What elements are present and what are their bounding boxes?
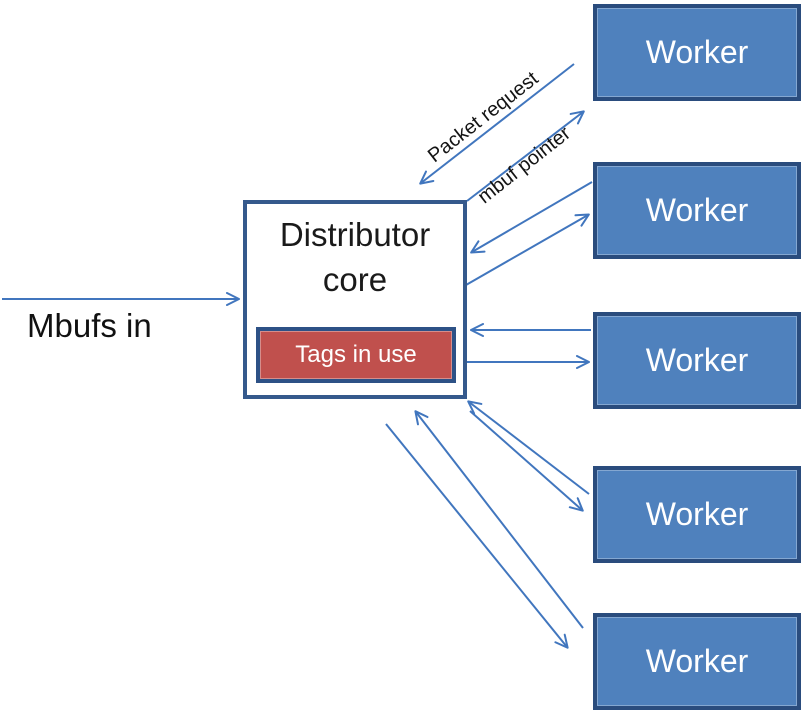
worker-label: Worker [645,643,749,679]
mbufs-in-label: Mbufs in [27,307,152,344]
distributor-core-label: Distributor core [279,216,431,298]
arrow-packet-request [419,63,575,185]
arrow-worker4-pointer [469,410,584,512]
worker-label: Worker [645,34,749,70]
worker-box-4: Worker [593,466,801,563]
arrow-worker5-pointer [385,423,569,649]
tags-in-use-label: Tags in use [295,341,417,368]
worker-label: Worker [645,342,749,378]
arrow-mbuf-pointer [466,110,585,202]
mbuf-pointer-label: mbuf pointer [474,122,575,208]
worker-label: Worker [645,192,749,228]
packet-request-label: Packet request [424,67,543,167]
worker-box-3: Worker [593,312,801,409]
worker-label: Worker [645,496,749,532]
tags-in-use-box: Tags in use [256,327,456,383]
worker-box-1: Worker [593,4,801,101]
worker-box-5: Worker [593,613,801,710]
arrow-worker2-pointer [465,213,590,286]
arrow-worker5-request [414,410,584,629]
arrow-worker2-request [470,181,593,254]
arrow-worker4-request [467,400,590,495]
worker-box-2: Worker [593,162,801,259]
